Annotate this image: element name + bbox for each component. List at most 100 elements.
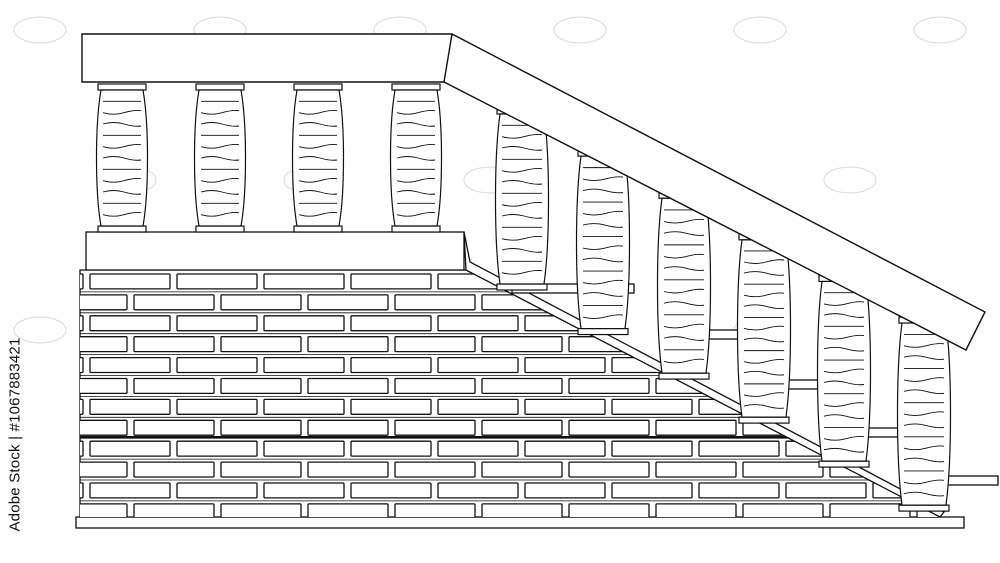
baluster-ring — [200, 143, 240, 149]
baluster-ring — [823, 346, 865, 352]
brick — [350, 273, 432, 290]
baluster — [896, 316, 952, 512]
baluster-ring — [200, 122, 240, 127]
brick — [89, 315, 171, 332]
baluster-foot — [97, 225, 147, 233]
brick — [350, 440, 432, 457]
baluster-ring — [823, 301, 865, 306]
brick — [0, 295, 40, 310]
wall-base-plinth — [75, 516, 965, 529]
brick — [220, 294, 302, 311]
baluster-ring — [582, 314, 624, 320]
baluster-ring — [396, 109, 436, 115]
brick — [698, 440, 780, 457]
baluster-foot — [496, 283, 548, 291]
brick — [89, 398, 171, 415]
baluster-body — [494, 113, 550, 285]
baluster-body — [575, 155, 631, 330]
brick — [263, 398, 345, 415]
baluster-ring — [903, 445, 945, 451]
baluster-ring — [823, 368, 865, 374]
brick — [263, 315, 345, 332]
brick — [133, 336, 215, 353]
brick — [80, 461, 128, 478]
brick — [611, 398, 693, 415]
baluster — [291, 83, 345, 233]
baluster-foot — [195, 225, 245, 233]
baluster-ring — [582, 188, 624, 194]
baluster-ring — [501, 201, 543, 207]
brick — [437, 482, 519, 499]
baluster-ring — [396, 211, 436, 217]
baluster-ring — [823, 447, 865, 453]
baluster-ring — [298, 109, 338, 115]
baluster-foot — [391, 225, 441, 233]
brick — [80, 377, 128, 395]
brick — [350, 482, 432, 499]
brick — [437, 440, 519, 457]
baluster-ring — [743, 304, 785, 310]
baluster-ring — [903, 491, 945, 497]
baluster-ring — [743, 259, 785, 264]
brick — [80, 398, 84, 415]
watermark-mark — [13, 16, 67, 44]
baluster-ring — [582, 176, 624, 182]
baluster-ring — [200, 211, 240, 217]
brick — [350, 315, 432, 332]
baluster-ring — [582, 279, 624, 285]
baluster-ring — [823, 414, 865, 419]
brick — [481, 461, 563, 478]
brick — [960, 441, 1000, 456]
baluster-ring — [298, 156, 338, 161]
baluster-ring — [903, 389, 945, 395]
brick — [655, 419, 737, 436]
brick — [394, 503, 476, 517]
baluster-ring — [582, 257, 624, 263]
baluster-ring — [298, 122, 338, 127]
baluster-body — [193, 89, 247, 227]
baluster — [389, 83, 443, 233]
baluster-ring — [903, 411, 945, 417]
baluster-ring — [663, 231, 705, 236]
brick — [220, 503, 302, 517]
baluster-ring — [582, 292, 624, 297]
handrail — [81, 33, 986, 351]
baluster-ring — [102, 177, 142, 183]
baluster-foot — [293, 225, 343, 233]
baluster — [95, 83, 149, 233]
brick — [524, 440, 606, 457]
brick — [960, 399, 1000, 414]
baluster-ring — [298, 143, 338, 149]
baluster-ring — [396, 156, 436, 161]
brick — [220, 419, 302, 436]
baluster-ring — [396, 122, 436, 127]
baluster-ring — [663, 288, 705, 294]
baluster-ring — [501, 180, 543, 185]
brick — [350, 356, 432, 374]
baluster-ring — [582, 245, 624, 251]
baluster-ring — [823, 313, 865, 318]
brick — [133, 503, 215, 517]
brick — [176, 273, 258, 290]
baluster-ring — [396, 177, 436, 183]
baluster-ring — [743, 392, 785, 397]
baluster-ring — [200, 109, 240, 115]
baluster-ring — [582, 210, 624, 216]
brick — [524, 398, 606, 415]
brick — [829, 503, 911, 517]
baluster-ring — [102, 122, 142, 127]
baluster-ring — [663, 323, 705, 329]
brick — [437, 315, 519, 332]
baluster-ring — [102, 109, 142, 115]
brick — [524, 356, 606, 374]
landing-slab — [85, 231, 465, 271]
brick — [437, 356, 519, 374]
brick — [611, 482, 693, 499]
baluster-ring — [582, 223, 624, 228]
brick — [437, 398, 519, 415]
brick — [133, 377, 215, 395]
baluster-ring — [200, 190, 240, 195]
baluster-ring — [298, 190, 338, 195]
baluster-ring — [396, 190, 436, 195]
brick — [263, 356, 345, 374]
